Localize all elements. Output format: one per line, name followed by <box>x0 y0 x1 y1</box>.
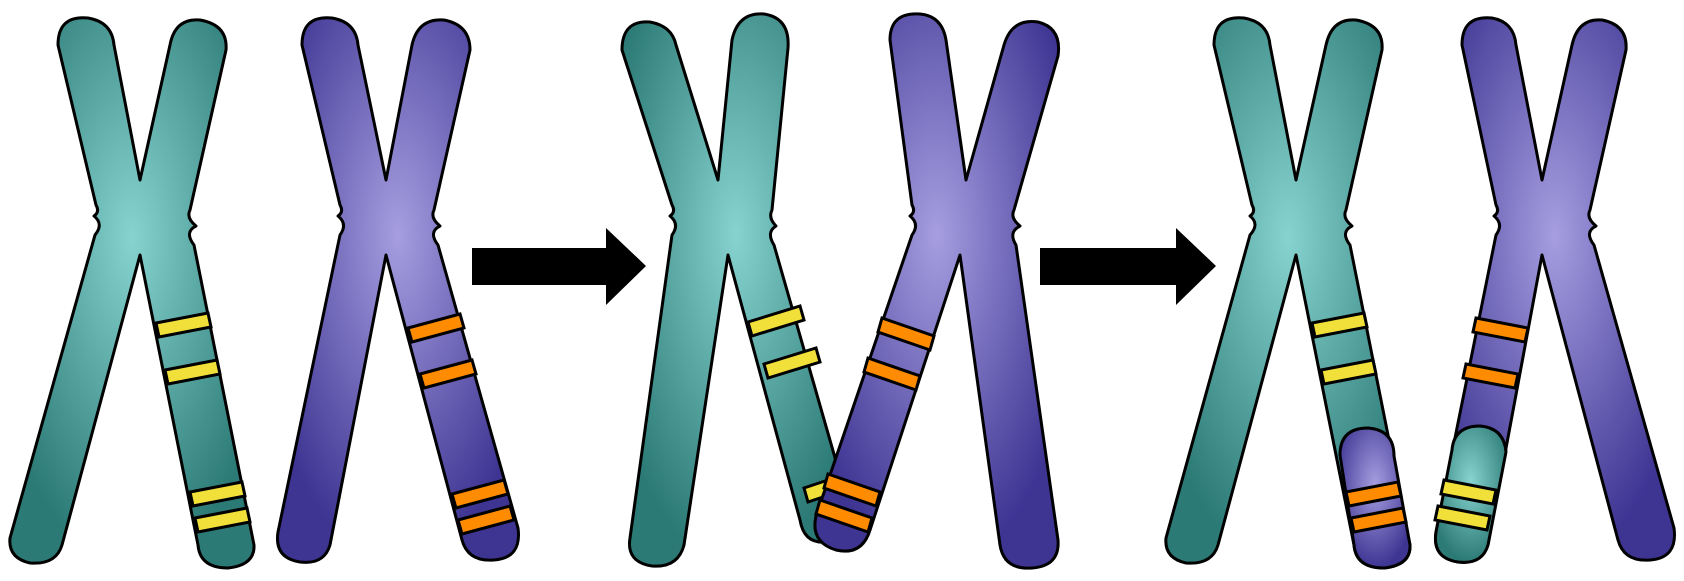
yellow-bands <box>154 311 252 534</box>
yellow-band <box>1439 478 1498 506</box>
chromosome-body <box>275 16 520 564</box>
yellow-band <box>193 506 252 534</box>
orange-band <box>876 316 936 352</box>
orange-band <box>456 504 516 536</box>
orange-band <box>1344 480 1403 508</box>
orange-bands <box>406 312 516 536</box>
orange-band <box>862 356 922 392</box>
yellow-bands <box>1433 478 1498 532</box>
orange-band <box>1461 362 1520 390</box>
teal-chromosome-2 <box>620 12 852 568</box>
orange-band <box>1471 316 1530 344</box>
chromosome-body <box>8 16 256 570</box>
orange-bands <box>1461 316 1530 390</box>
stage-3 <box>1164 16 1676 570</box>
orange-band <box>814 498 874 534</box>
yellow-band <box>1310 311 1369 339</box>
purple-recombinant-chromosome <box>1433 16 1676 564</box>
yellow-band <box>746 304 806 338</box>
stage-2 <box>620 12 1061 570</box>
orange-band <box>450 478 510 510</box>
orange-bands <box>814 316 936 534</box>
orange-band <box>418 358 478 390</box>
yellow-band <box>188 480 247 508</box>
arrow-stage-1-to-2 <box>472 228 646 305</box>
orange-band <box>1349 506 1408 534</box>
yellow-band <box>762 346 822 380</box>
purple-chromosome-2 <box>813 12 1061 570</box>
orange-band <box>822 472 882 508</box>
yellow-band <box>1319 358 1378 386</box>
arrow-stage-2-to-3 <box>1040 228 1216 305</box>
stage-1 <box>8 16 520 570</box>
yellow-bands <box>1310 311 1378 386</box>
yellow-band <box>154 311 213 339</box>
teal-chromosome-1 <box>8 16 256 570</box>
yellow-band <box>163 358 222 386</box>
orange-band <box>406 312 466 344</box>
yellow-band <box>1433 504 1492 532</box>
teal-recombinant-chromosome <box>1164 16 1412 570</box>
purple-chromosome-1 <box>275 16 520 564</box>
orange-bands <box>1344 480 1408 534</box>
